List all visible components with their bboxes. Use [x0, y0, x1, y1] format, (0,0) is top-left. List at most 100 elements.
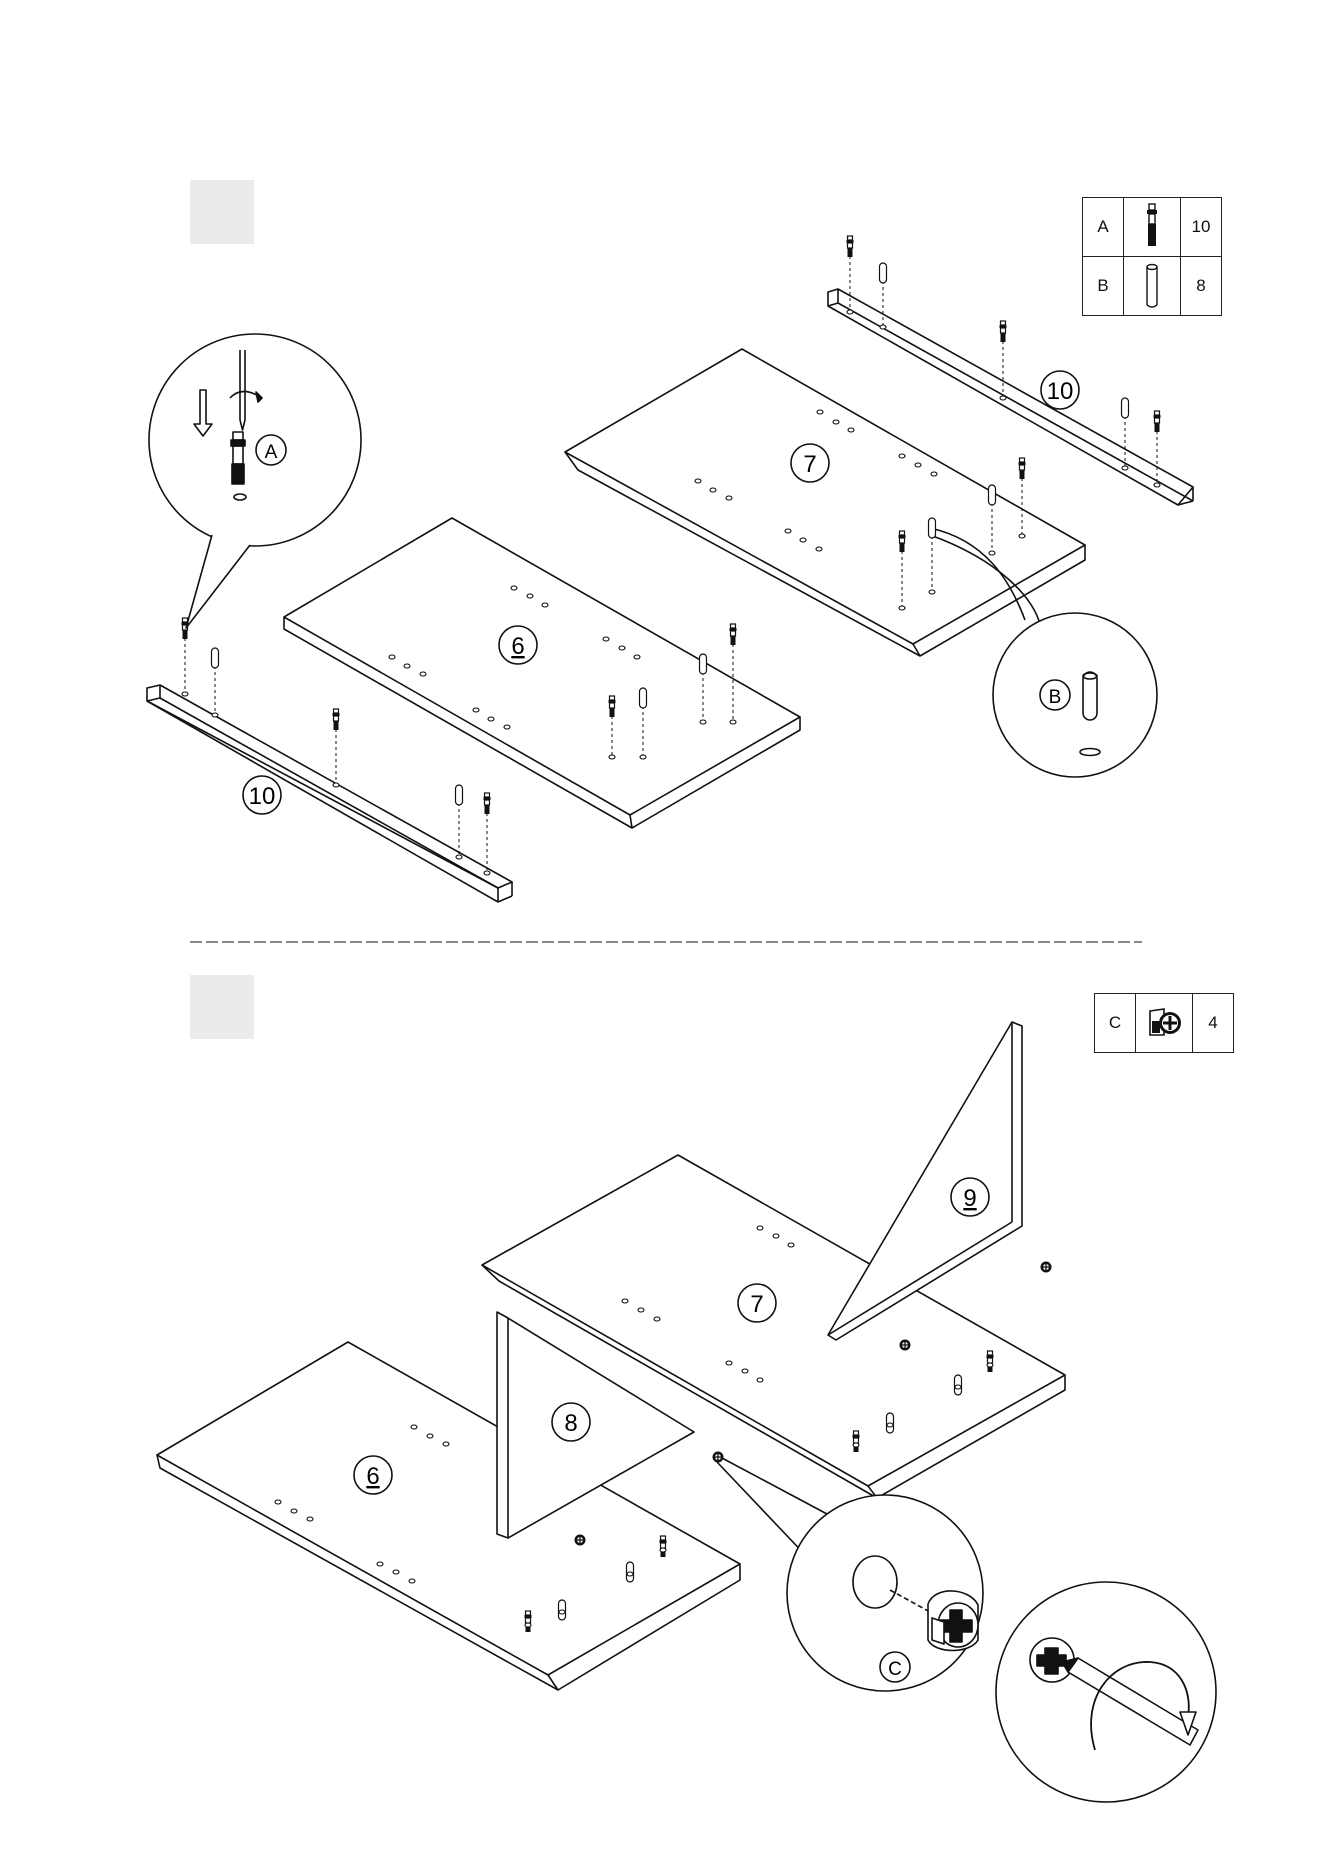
pre-drilled-hole: [817, 410, 823, 414]
pre-drilled-hole: [504, 725, 510, 729]
pre-drilled-hole: [527, 594, 533, 598]
pre-drilled-hole: [726, 496, 732, 500]
pre-drilled-hole: [427, 1434, 433, 1438]
dowel-hole: [559, 1610, 565, 1614]
dowel-hole: [730, 720, 736, 724]
label-callout-c: C: [888, 1659, 902, 1680]
dowel-hole: [484, 871, 490, 875]
label-callout-b: B: [1049, 687, 1062, 708]
wooden-dowel-icon: [640, 688, 647, 708]
pre-drilled-hole: [638, 1308, 644, 1312]
cam-lock-icon: [575, 1535, 586, 1546]
label-rail-back: 10: [1047, 378, 1074, 405]
pre-drilled-hole: [603, 637, 609, 641]
pre-drilled-hole: [931, 472, 937, 476]
dowel-hole: [182, 692, 188, 696]
step-2-side-panel-9: [828, 1022, 1022, 1340]
callout-a-zoom: [149, 334, 361, 628]
pre-drilled-hole: [420, 672, 426, 676]
label-panel-7-step2: 7: [750, 1291, 763, 1318]
cam-bolt-icon: [1154, 411, 1161, 432]
dowel-hole: [525, 1623, 531, 1627]
pre-drilled-hole: [291, 1509, 297, 1513]
dowel-hole: [887, 1423, 893, 1427]
cam-bolt-icon: [182, 618, 189, 639]
label-panel-6-step2: 6: [366, 1463, 379, 1490]
dowel-hole: [1019, 534, 1025, 538]
pre-drilled-hole: [695, 479, 701, 483]
pre-drilled-hole: [742, 1369, 748, 1373]
pre-drilled-hole: [307, 1517, 313, 1521]
dowel-hole: [929, 590, 935, 594]
dowel-hole: [333, 783, 339, 787]
pre-drilled-hole: [899, 454, 905, 458]
cam-bolt-icon: [333, 709, 340, 730]
pre-drilled-hole: [757, 1226, 763, 1230]
dowel-hole: [456, 855, 462, 859]
pre-drilled-hole: [654, 1317, 660, 1321]
dowel-hole: [609, 755, 615, 759]
cam-bolt-icon: [484, 793, 491, 814]
label-callout-a: A: [265, 442, 278, 463]
pre-drilled-hole: [788, 1243, 794, 1247]
dowel-hole: [880, 325, 886, 329]
pre-drilled-hole: [726, 1361, 732, 1365]
step-1-panel-6: [284, 518, 800, 828]
label-rail-front: 10: [249, 783, 276, 810]
pre-drilled-hole: [473, 708, 479, 712]
wooden-dowel-icon: [929, 518, 936, 538]
cam-bolt-icon: [847, 236, 854, 257]
wooden-dowel-icon: [1122, 398, 1129, 418]
pre-drilled-hole: [377, 1562, 383, 1566]
pre-drilled-hole: [634, 655, 640, 659]
screwdriver-zoom: [996, 1582, 1216, 1802]
pre-drilled-hole: [404, 664, 410, 668]
pre-drilled-hole: [542, 603, 548, 607]
dowel-hole: [853, 1443, 859, 1447]
pre-drilled-hole: [275, 1500, 281, 1504]
dowel-hole: [1154, 483, 1160, 487]
pre-drilled-hole: [409, 1579, 415, 1583]
dowel-hole: [627, 1572, 633, 1576]
pre-drilled-hole: [411, 1425, 417, 1429]
step-2-panel-6: [157, 1342, 740, 1690]
dowel-hole: [847, 310, 853, 314]
wooden-dowel-icon: [212, 648, 219, 668]
wooden-dowel-icon: [989, 485, 996, 505]
pre-drilled-hole: [710, 488, 716, 492]
pre-drilled-hole: [816, 547, 822, 551]
cam-lock-icon: [713, 1452, 724, 1463]
pre-drilled-hole: [488, 717, 494, 721]
label-side-panel-8: 8: [564, 1410, 577, 1437]
label-panel-7-step1: 7: [803, 451, 816, 478]
pre-drilled-hole: [785, 529, 791, 533]
dowel-hole: [1000, 396, 1006, 400]
cam-bolt-icon: [1000, 321, 1007, 342]
pre-drilled-hole: [389, 655, 395, 659]
label-panel-6-step1: 6: [511, 633, 524, 660]
dowel-hole: [700, 720, 706, 724]
wooden-dowel-icon: [880, 263, 887, 283]
pre-drilled-hole: [757, 1378, 763, 1382]
dowel-hole: [987, 1363, 993, 1367]
dowel-hole: [899, 606, 905, 610]
callout-c-zoom: [717, 1458, 983, 1691]
wooden-dowel-icon: [700, 654, 707, 674]
pre-drilled-hole: [833, 420, 839, 424]
cam-lock-icon: [1041, 1262, 1052, 1273]
dowel-hole: [1122, 466, 1128, 470]
pre-drilled-hole: [915, 463, 921, 467]
pre-drilled-hole: [800, 538, 806, 542]
pre-drilled-hole: [393, 1570, 399, 1574]
dowel-hole: [660, 1548, 666, 1552]
pre-drilled-hole: [773, 1234, 779, 1238]
pre-drilled-hole: [848, 428, 854, 432]
dowel-hole: [212, 713, 218, 717]
pre-drilled-hole: [622, 1299, 628, 1303]
cam-lock-icon: [900, 1340, 911, 1351]
cam-bolt-icon: [1019, 458, 1026, 479]
dowel-hole: [640, 755, 646, 759]
pre-drilled-hole: [443, 1442, 449, 1446]
